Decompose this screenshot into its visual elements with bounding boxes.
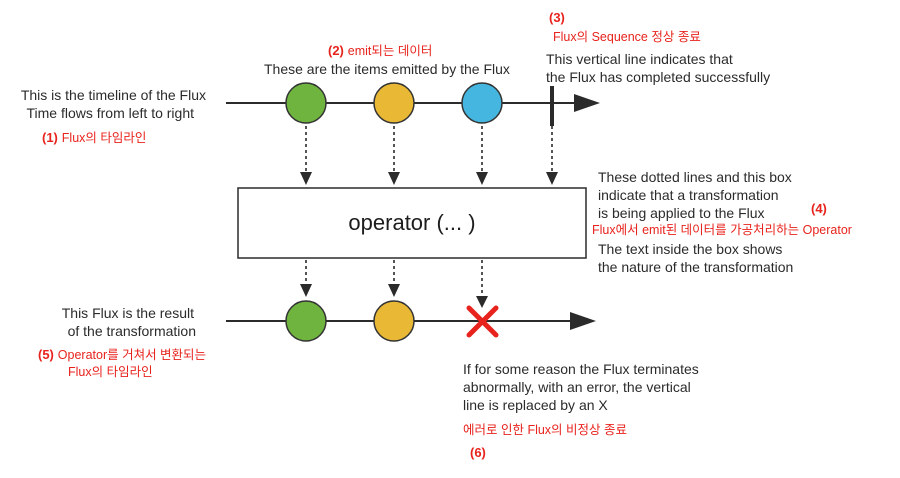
operator-caption-3: is being applied to the Flux — [598, 205, 765, 221]
operator-label: operator (... ) — [348, 210, 476, 235]
items-note: (2) emit되는 데이터 — [328, 41, 432, 60]
note-text-5a: Operator를 거쳐서 변환되는 — [57, 348, 207, 362]
arrowhead-green-down — [300, 172, 312, 185]
note-text-3: Flux의 Sequence 정상 종료 — [553, 30, 701, 44]
error-caption-2: abnormally, with an error, the vertical — [463, 379, 691, 395]
arrowhead-blue-down — [476, 172, 488, 185]
bottom-item-yellow — [373, 300, 415, 342]
note-text-2: emit되는 데이터 — [347, 44, 433, 58]
top-item-blue — [461, 82, 503, 124]
upper-arrowheads — [300, 172, 558, 185]
note-text-1: Flux의 타임라인 — [61, 131, 147, 145]
note-number-1: (1) — [42, 130, 58, 145]
note-number-2: (2) — [328, 43, 344, 58]
arrowhead-yellow-down — [388, 172, 400, 185]
operator-caption-4: The text inside the box shows — [598, 241, 783, 257]
operator-caption-2: indicate that a transformation — [598, 187, 779, 203]
completion-caption-2: the Flux has completed successfully — [546, 69, 771, 85]
items-caption: These are the items emitted by the Flux — [264, 61, 510, 77]
note-number-3: (3) — [549, 10, 565, 25]
arrowhead-yellow-out — [388, 284, 400, 297]
arrowhead-error-out — [476, 296, 488, 308]
bottom-timeline-arrowhead — [570, 312, 596, 330]
top-timeline — [226, 82, 600, 126]
note-number-5: (5) — [38, 347, 54, 362]
error-caption-3: line is replaced by an X — [463, 397, 608, 413]
note-number-4: (4) — [811, 201, 827, 216]
top-timeline-note: (1) Flux의 타임라인 — [42, 128, 146, 147]
bottom-timeline-note: (5) Operator를 거쳐서 변환되는 — [38, 345, 206, 364]
top-timeline-caption-2: Time flows from left to right — [26, 105, 194, 121]
bottom-timeline — [226, 300, 596, 342]
completion-caption-1: This vertical line indicates that — [546, 51, 733, 67]
error-caption-1: If for some reason the Flux terminates — [463, 361, 699, 377]
top-item-yellow — [373, 82, 415, 124]
note-text-5b: Flux의 타임라인 — [68, 365, 153, 379]
error-x-icon — [466, 305, 499, 338]
arrowhead-green-out — [300, 284, 312, 297]
operator-caption-5: the nature of the transformation — [598, 259, 794, 275]
top-timeline-arrowhead — [574, 94, 600, 112]
note-text-4: Flux에서 emit된 데이터를 가공처리하는 Operator — [592, 223, 852, 237]
upper-connectors — [305, 126, 553, 172]
bottom-timeline-caption-2: of the transformation — [67, 323, 196, 339]
top-item-green — [285, 82, 327, 124]
note-text-6: 에러로 인한 Flux의 비정상 종료 — [463, 423, 628, 437]
arrowhead-complete-down — [546, 172, 558, 185]
operator-caption-1: These dotted lines and this box — [598, 169, 792, 185]
bottom-timeline-caption-1: This Flux is the result — [61, 305, 194, 321]
bottom-item-green — [285, 300, 327, 342]
note-number-6: (6) — [470, 445, 486, 460]
top-timeline-caption-1: This is the timeline of the Flux — [20, 87, 206, 103]
lower-connectors — [305, 260, 483, 296]
lower-arrowheads — [300, 284, 488, 308]
operator-box — [237, 187, 587, 259]
